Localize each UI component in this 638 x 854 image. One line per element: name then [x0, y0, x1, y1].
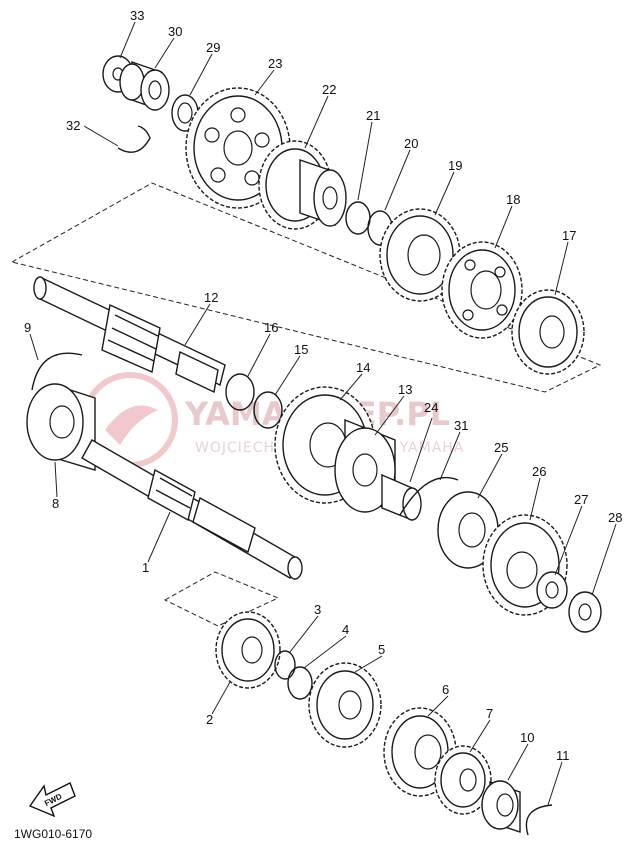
part-8-bearing	[26, 383, 96, 471]
part-25-oil-seal	[437, 491, 499, 569]
part-12-main-axle	[33, 276, 226, 394]
callout-17: 17	[562, 228, 576, 243]
callout-16: 16	[264, 320, 278, 335]
part-27-lock-washer	[536, 571, 568, 609]
part-16-circlip	[225, 373, 255, 411]
callout-11: 11	[556, 748, 570, 763]
callout-31: 31	[454, 418, 468, 433]
callout-19: 19	[448, 158, 462, 173]
lower-assembly-outline	[163, 571, 280, 627]
part-28-nut	[568, 591, 602, 633]
part-19-gear	[379, 208, 461, 302]
part-number: 1WG010-6170	[14, 827, 92, 841]
part-3-circlip	[274, 650, 296, 680]
callout-9: 9	[24, 320, 31, 335]
callout-20: 20	[404, 136, 418, 151]
part-31-circlip	[399, 476, 459, 516]
callout-12: 12	[204, 290, 218, 305]
part-2-gear	[215, 611, 281, 689]
callout-26: 26	[532, 464, 546, 479]
upper-assembly-outline	[10, 182, 602, 393]
part-15-washer	[253, 391, 283, 429]
callout-1: 1	[142, 560, 149, 575]
callout-3: 3	[314, 602, 321, 617]
callout-33: 33	[130, 8, 144, 23]
callout-15: 15	[294, 342, 308, 357]
part-32-circlip	[117, 125, 151, 153]
callout-21: 21	[366, 108, 380, 123]
part-17-gear	[511, 289, 585, 375]
callout-27: 27	[574, 492, 588, 507]
callout-23: 23	[268, 56, 282, 71]
callout-24: 24	[424, 400, 438, 415]
callout-10: 10	[520, 730, 534, 745]
callout-4: 4	[342, 622, 349, 637]
callout-8: 8	[52, 496, 59, 511]
part-24-collar	[381, 473, 422, 522]
part-1-drive-axle	[81, 439, 303, 580]
callout-7: 7	[486, 706, 493, 721]
callout-18: 18	[506, 192, 520, 207]
part-21-circlip	[345, 201, 371, 235]
callout-25: 25	[494, 440, 508, 455]
callouts: 33 30 29 23 22 21 20 19 18 17 32 12 9 16…	[24, 8, 622, 763]
callout-29: 29	[206, 40, 220, 55]
leader-lines	[29, 21, 617, 806]
callout-32: 32	[66, 118, 80, 133]
part-18-gear	[441, 241, 523, 339]
callout-13: 13	[398, 382, 412, 397]
part-5-gear	[308, 662, 382, 748]
part-11-circlip	[525, 804, 553, 836]
part-30-bearing	[119, 61, 170, 111]
part-9-circlip	[31, 352, 83, 391]
callout-28: 28	[608, 510, 622, 525]
part-10-bearing	[481, 780, 521, 833]
part-4-washer	[287, 666, 313, 700]
fwd-arrow-icon: FWD	[28, 782, 76, 818]
callout-2: 2	[206, 712, 213, 727]
callout-5: 5	[378, 642, 385, 657]
callout-6: 6	[442, 682, 449, 697]
callout-30: 30	[168, 24, 182, 39]
callout-22: 22	[322, 82, 336, 97]
part-22-gear	[258, 140, 347, 230]
part-7-gear	[434, 745, 492, 815]
callout-14: 14	[356, 360, 370, 375]
